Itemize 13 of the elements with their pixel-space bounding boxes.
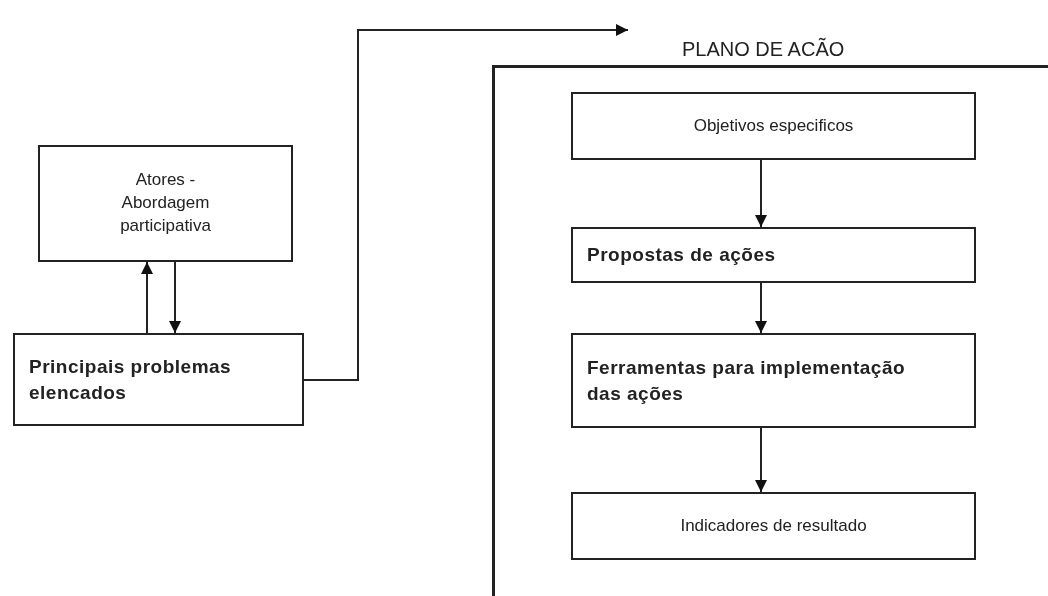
process-box: Ferramentas para implementação das ações: [571, 333, 976, 428]
section-heading: PLANO DE ACÃO: [682, 38, 845, 61]
arrow: [755, 282, 767, 334]
arrow: [169, 261, 181, 334]
process-box: Principais problemas elencados: [13, 333, 304, 426]
process-box: Atores - Abordagem participativa: [38, 145, 293, 262]
process-box: Objetivos especificos: [571, 92, 976, 160]
arrow: [141, 261, 153, 334]
process-box: Indicadores de resultado: [571, 492, 976, 560]
process-box: Propostas de ações: [571, 227, 976, 283]
arrow: [755, 427, 767, 493]
arrow: [755, 159, 767, 228]
arrow: [303, 24, 629, 381]
